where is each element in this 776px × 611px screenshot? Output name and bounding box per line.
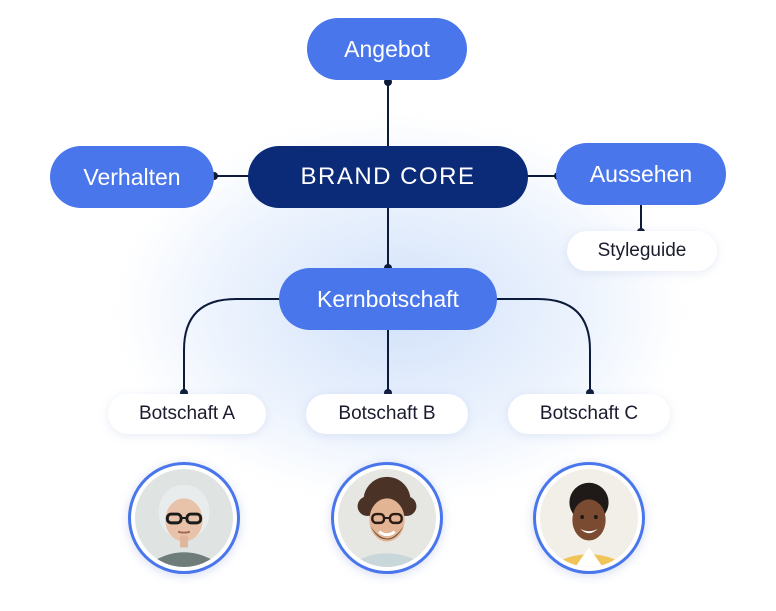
node-offer: Angebot — [307, 18, 467, 80]
person-avatar-icon — [128, 462, 240, 574]
line-message-a — [183, 298, 282, 393]
node-styleguide: Styleguide — [567, 231, 717, 271]
avatar-older-woman — [135, 469, 233, 567]
dot-offer — [384, 78, 392, 86]
person-avatar-icon — [331, 462, 443, 574]
person-avatar-icon — [533, 462, 645, 574]
node-message-a: Botschaft A — [108, 394, 266, 434]
avatar-smiling-woman — [540, 469, 638, 567]
node-appearance: Aussehen — [556, 143, 726, 205]
line-message-c — [494, 298, 591, 393]
node-behavior: Verhalten — [50, 146, 214, 208]
node-core-message: Kernbotschaft — [279, 268, 497, 330]
node-brand-core: BRAND CORE — [248, 146, 528, 208]
avatar-curly-man — [338, 469, 436, 567]
node-message-b: Botschaft B — [306, 394, 468, 434]
node-message-c: Botschaft C — [508, 394, 670, 434]
